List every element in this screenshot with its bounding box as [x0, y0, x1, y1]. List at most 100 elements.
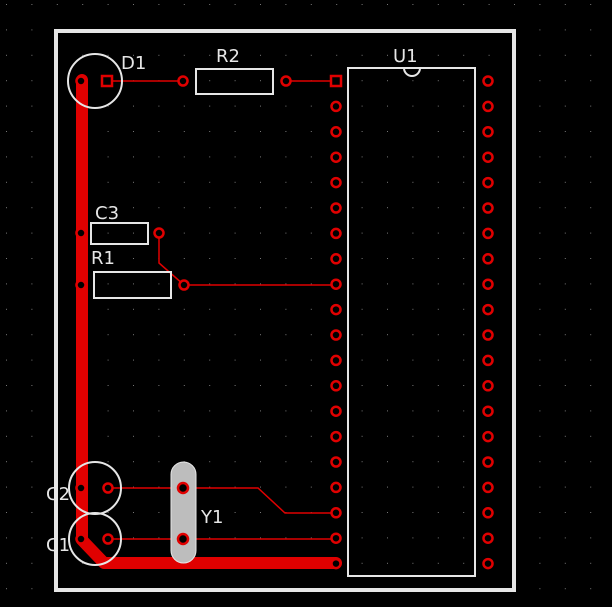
grid-dot: [412, 232, 414, 234]
grid-dot: [437, 232, 439, 234]
u1-pad-right-9: [482, 278, 494, 290]
grid-dot: [107, 181, 109, 183]
grid-dot: [234, 308, 236, 310]
grid-dot: [6, 54, 7, 56]
grid-dot: [133, 131, 134, 132]
grid-dot: [234, 207, 236, 209]
d1-diode[interactable]: [67, 53, 123, 109]
u1-pad-left-19: [330, 532, 342, 544]
grid-dot: [412, 207, 414, 209]
grid-dot: [361, 410, 363, 412]
r2-label: R2: [216, 46, 240, 67]
grid-dot: [564, 308, 566, 310]
grid-dot: [260, 105, 261, 107]
grid-dot: [260, 334, 261, 336]
grid-dot: [133, 156, 134, 158]
grid-dot: [463, 181, 465, 183]
u1-pad-right-10: [482, 303, 494, 316]
r2-resistor[interactable]: [177, 68, 292, 95]
grid-dot: [6, 29, 7, 31]
grid-dot: [285, 283, 287, 285]
grid-dot: [183, 232, 185, 234]
grid-dot: [590, 410, 592, 412]
grid-dot: [437, 512, 439, 513]
u1-pad-left-13: [330, 380, 342, 392]
grid-dot: [463, 359, 465, 361]
grid-dot: [310, 283, 312, 285]
grid-dot: [463, 410, 465, 412]
grid-dot: [437, 105, 439, 107]
grid-dot: [31, 105, 33, 107]
d1-pad-square: [100, 74, 114, 88]
grid-dot: [183, 105, 185, 107]
grid-dot: [463, 207, 465, 209]
u1-ic[interactable]: [329, 67, 494, 577]
grid-dot: [361, 435, 363, 437]
grid-dot: [590, 207, 592, 209]
grid-dot: [31, 232, 33, 234]
grid-dot: [437, 308, 439, 310]
grid-dot: [209, 232, 211, 234]
grid-dot: [209, 283, 211, 285]
c2-capacitor[interactable]: [68, 461, 122, 515]
grid-dot: [107, 334, 109, 336]
grid-dot: [564, 232, 566, 234]
u1-pad-right-1: [482, 75, 494, 87]
grid-dot: [590, 512, 592, 513]
grid-dot: [412, 537, 414, 539]
grid-dot: [6, 486, 7, 488]
grid-dot: [463, 537, 465, 539]
grid-dot: [310, 486, 312, 488]
grid-dot: [361, 156, 363, 158]
y1-pad-top: [176, 481, 190, 495]
grid-dot: [183, 207, 185, 209]
grid-dot: [564, 410, 566, 412]
grid-dot: [31, 181, 33, 183]
grid-dot: [183, 156, 185, 158]
grid-dot: [183, 181, 185, 183]
grid-dot: [285, 105, 287, 107]
c1-capacitor[interactable]: [68, 512, 122, 566]
grid-dot: [209, 131, 211, 132]
y1-crystal[interactable]: [170, 461, 197, 564]
grid-dot: [387, 156, 388, 158]
grid-dot: [6, 334, 7, 336]
grid-dot: [234, 512, 236, 513]
c2-label: C2: [46, 484, 70, 505]
grid-dot: [107, 54, 109, 56]
grid-dot: [260, 258, 261, 259]
grid-dot: [158, 181, 160, 183]
grid-dot: [310, 410, 312, 412]
grid-dot: [133, 385, 134, 386]
grid-dot: [31, 435, 33, 437]
grid-dot: [107, 283, 109, 285]
u1-pad-left-10: [330, 303, 342, 316]
grid-dot: [412, 410, 414, 412]
r1-resistor[interactable]: [75, 271, 190, 299]
grid-dot: [209, 105, 211, 107]
grid-dot: [209, 207, 211, 209]
grid-dot: [564, 80, 566, 82]
u1-pad-right-16: [482, 456, 494, 468]
c3-capacitor[interactable]: [75, 222, 165, 245]
grid-dot: [133, 207, 134, 209]
u1-pad-right-5: [482, 176, 494, 189]
grid-dot: [234, 181, 236, 183]
grid-dot: [590, 283, 592, 285]
grid-dot: [158, 461, 160, 463]
grid-dot: [234, 537, 236, 539]
d1-pad-round: [75, 75, 87, 87]
u1-pad-left-20: [330, 557, 342, 570]
grid-dot: [590, 4, 592, 5]
grid-dot: [488, 54, 490, 56]
grid-dot: [6, 359, 7, 361]
grid-dot: [387, 410, 388, 412]
grid-dot: [158, 4, 160, 5]
grid-dot: [31, 4, 33, 5]
grid-dot: [31, 308, 33, 310]
grid-dot: [437, 54, 439, 56]
grid-dot: [285, 207, 287, 209]
grid-dot: [6, 80, 7, 82]
grid-dot: [590, 131, 592, 132]
grid-dot: [107, 4, 109, 5]
